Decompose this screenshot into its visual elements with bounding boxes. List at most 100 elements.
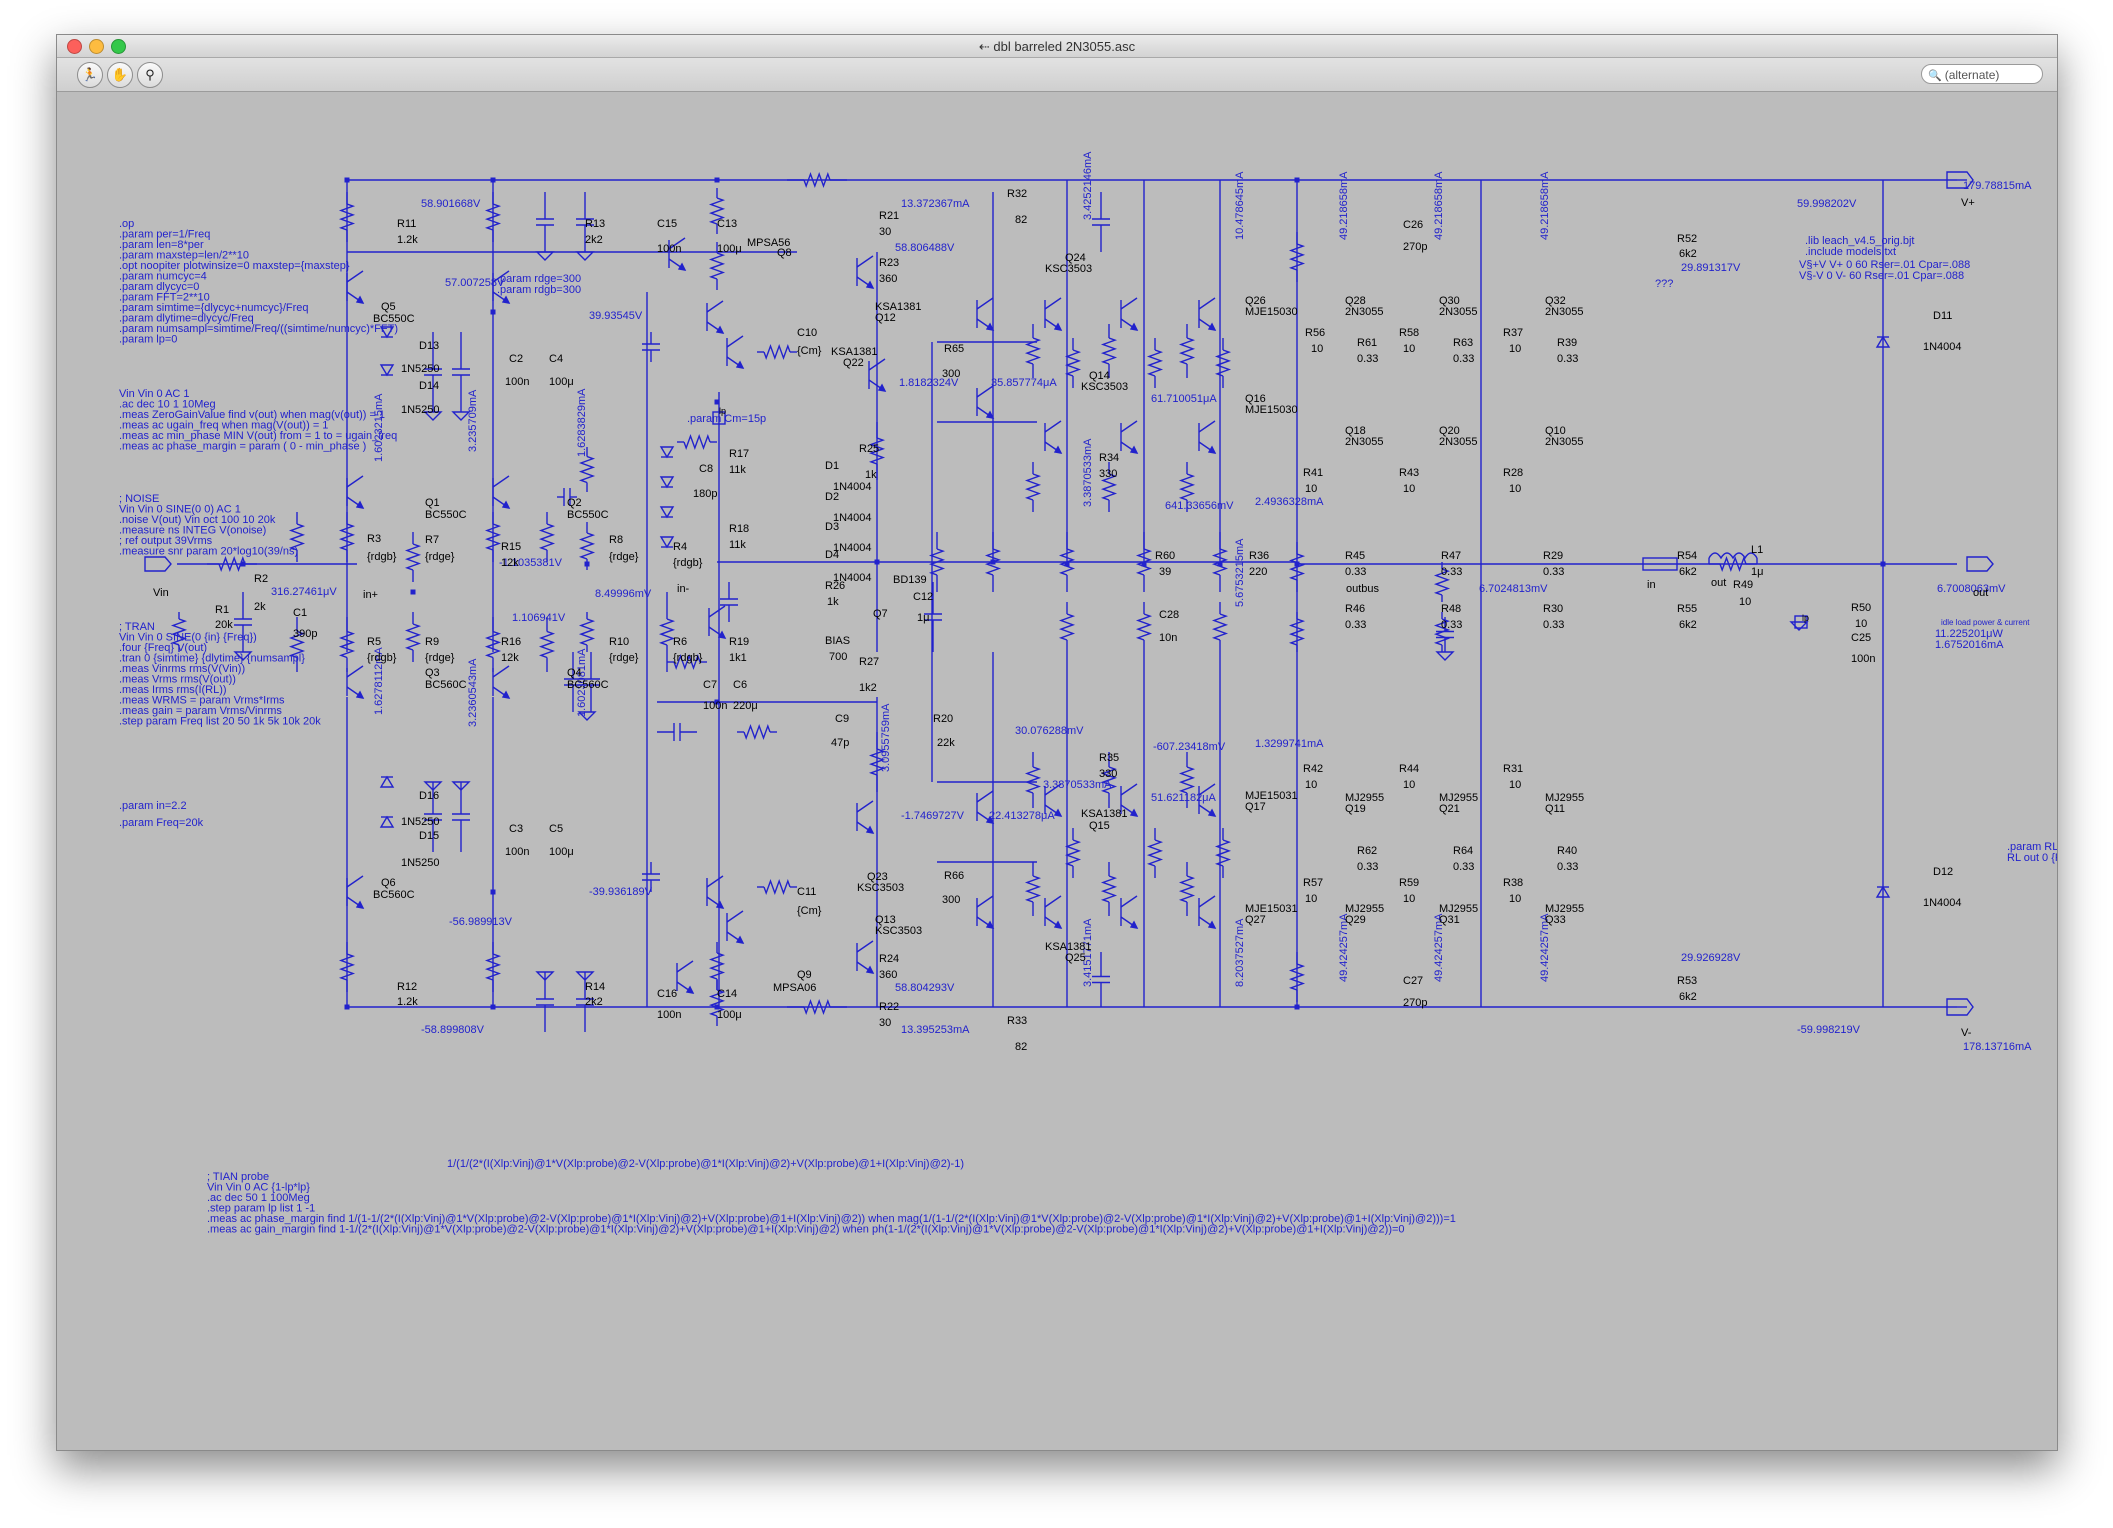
component-label: C7	[703, 679, 717, 691]
diode	[659, 536, 675, 549]
component-label: R4	[673, 541, 687, 553]
component-label: 270p	[1403, 997, 1427, 1009]
op-point-label: 3.3870533mA	[1043, 779, 1112, 791]
component-label: Q6	[381, 877, 396, 889]
resistor	[484, 630, 502, 659]
op-current-label: 1.6023081mA	[576, 648, 588, 717]
component-label: R30	[1543, 603, 1563, 615]
noise-directive-line: ; ref output 39Vrms	[119, 535, 213, 547]
title-bar[interactable]: ⇠ dbl barreled 2N3055.asc	[57, 35, 2057, 58]
bjt-collector	[708, 605, 726, 618]
component-label: 1N5250	[401, 404, 440, 416]
junction-dot	[344, 177, 350, 183]
junction-dot	[1064, 561, 1070, 567]
component-label: 0.33	[1357, 353, 1378, 365]
op-point-label: 179.78815mA	[1963, 180, 2032, 192]
tran-directive-line: .meas gain = param Vrms/Vinrms	[119, 705, 282, 717]
resistor	[1433, 568, 1451, 596]
component-label: D14	[419, 380, 439, 392]
search-field[interactable]: 🔍(alternate)	[1921, 64, 2043, 84]
component-label: R28	[1503, 467, 1523, 479]
bjt-collector	[856, 800, 874, 813]
resistor	[1178, 337, 1196, 365]
resistor	[1288, 618, 1306, 646]
component-label: R45	[1345, 550, 1365, 562]
component-label: 39	[1159, 566, 1171, 578]
tran-directive-line: .meas WRMS = param Vrms*Irms	[119, 695, 285, 707]
schematic-canvas[interactable]: .op.param per=1/Freq.param len=8*per.par…	[57, 92, 2057, 1450]
resistor	[538, 523, 556, 551]
component-label: Q3	[425, 667, 440, 679]
component-label: 390p	[293, 628, 317, 640]
op-point-label: 13.395253mA	[901, 1024, 970, 1036]
close-button[interactable]	[67, 39, 82, 54]
bjt-arrow	[1053, 920, 1063, 929]
junction-dot	[490, 889, 496, 895]
component-label: 10	[1509, 893, 1521, 905]
component-label: R9	[425, 636, 439, 648]
component-label: {rdgb}	[367, 551, 397, 563]
component-label: BC560C	[373, 889, 415, 901]
component-label: 11k	[729, 464, 746, 476]
zoom-button[interactable]	[111, 39, 126, 54]
op-point-label: 61.710051μA	[1151, 393, 1217, 405]
resistor	[1214, 839, 1232, 867]
ac-directive-line: .meas ac ugain_freq when mag(V(out)) = 1	[119, 420, 328, 432]
component-label: R16	[501, 636, 521, 648]
op-current-label: 1.6023215mA	[373, 393, 385, 462]
component-label: R6	[673, 636, 687, 648]
diode	[659, 446, 675, 459]
component-label: R29	[1543, 550, 1563, 562]
halt-button[interactable]: ✋	[107, 62, 133, 88]
junction-dot	[410, 589, 416, 595]
component-label: Q15	[1089, 820, 1110, 832]
bjt-collector	[492, 475, 510, 488]
component-label: in	[1647, 579, 1656, 591]
op-point-label: 57.007258V	[445, 277, 505, 289]
component-label: R54	[1677, 550, 1697, 562]
component-label: 2N3055	[1545, 306, 1584, 318]
resistor	[538, 630, 556, 659]
component-label: outbus	[1346, 583, 1380, 595]
component-label: R31	[1503, 763, 1523, 775]
run-button[interactable]: 🏃	[77, 62, 103, 88]
component-label: R2	[254, 573, 268, 585]
resistor	[1178, 766, 1196, 794]
component-label: 220	[1249, 566, 1267, 578]
op-directive-line: .param FFT=2**10	[119, 292, 210, 304]
bjt-arrow	[1053, 808, 1063, 817]
component-label: 2k2	[585, 234, 603, 246]
ac-directive-line: Vin Vin 0 AC 1	[119, 388, 190, 400]
port-out	[1966, 556, 1994, 572]
component-label: 10	[1305, 893, 1317, 905]
bjt-collector	[1120, 420, 1138, 433]
ground-symbol	[451, 411, 471, 421]
component-label: Q20	[1439, 425, 1460, 437]
minimize-button[interactable]	[89, 39, 104, 54]
component-label: Q28	[1345, 295, 1366, 307]
probe-button[interactable]: ⚲	[137, 62, 163, 88]
resistor	[484, 203, 502, 231]
component-label: R20	[933, 713, 953, 725]
component-label: {rdgb}	[673, 652, 703, 664]
bjt-arrow	[1129, 808, 1139, 817]
component-label: 0.33	[1453, 861, 1474, 873]
component-label: out	[1973, 587, 1988, 599]
bjt-collector	[726, 335, 744, 348]
junction-dot	[1141, 561, 1147, 567]
component-label: 180p	[693, 488, 717, 500]
bjt-arrow	[877, 383, 887, 392]
component-label: Q29	[1345, 914, 1366, 926]
op-point-label: -1.7469727V	[901, 810, 965, 822]
resistor	[1178, 875, 1196, 903]
component-label: 100μ	[549, 846, 574, 858]
bjt-collector	[856, 255, 874, 268]
resistor	[288, 630, 306, 659]
ac-directive-line: .meas ZeroGainValue find v(out) when mag…	[119, 409, 385, 421]
op-directive-line: .param per=1/Freq	[119, 229, 210, 241]
component-label: D3	[825, 521, 839, 533]
schematic-svg[interactable]: .op.param per=1/Freq.param len=8*per.par…	[57, 92, 2057, 1450]
component-label: MJ2955	[1439, 792, 1478, 804]
component-label: R18	[729, 523, 749, 535]
component-label: C4	[549, 353, 563, 365]
